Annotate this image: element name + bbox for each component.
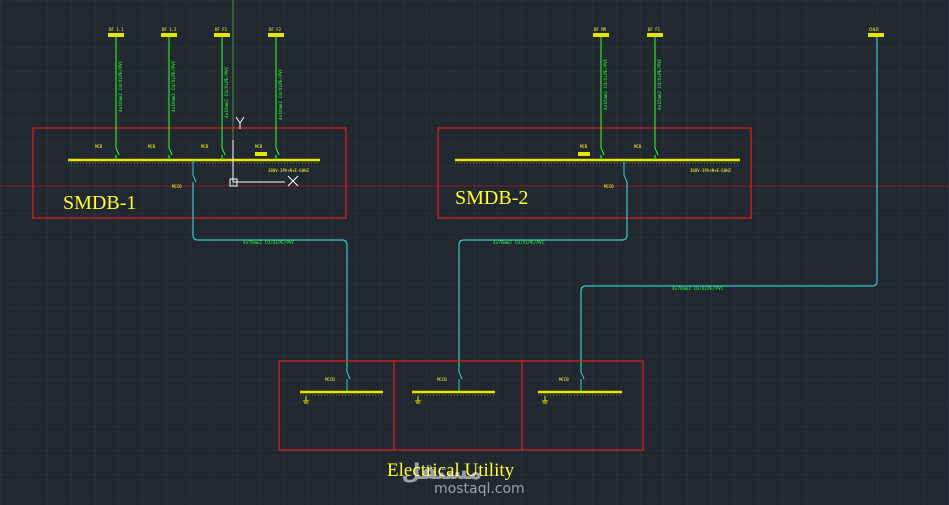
feeder-cable-label: 4x16mm2 CU/XLPE/PVC [171, 60, 177, 112]
smdb1-feeder-3[interactable]: DF F1 4x16mm2 CU/XLPE/PVC MCB [201, 27, 230, 160]
smdb2-incomer-cable-label: 4x70mm2 CU/XLPE/PVC [493, 240, 545, 246]
breaker-contact [580, 371, 585, 380]
feeder-tag-box [647, 33, 663, 37]
feeder-tag-box [593, 33, 609, 37]
utility-section-3[interactable]: MCCB [538, 371, 622, 404]
ucs-y-letter-icon [235, 116, 245, 129]
breaker-label: MCB [95, 144, 103, 149]
ucs-crosshair-cursor [229, 116, 299, 187]
earth-icon [303, 396, 309, 404]
right-source-feeder[interactable]: CHLR [868, 27, 884, 37]
smdb2-panel[interactable]: 380V-3Ph+N+E-60HZ SMDB-2 DF MR 4x16mm2 C… [437, 27, 752, 219]
smdb1-incomer-cable [192, 182, 348, 372]
breaker-contact [458, 371, 463, 380]
feeder-tag: DF F2 [269, 27, 282, 32]
mostaql-watermark: مستقل mostaql.com [402, 460, 525, 497]
smdb2-feeder-1[interactable]: DF MR 4x16mm2 CU/XLPE/PVC MCB [578, 27, 609, 160]
breaker-contact [346, 371, 351, 380]
feeder-cable-label: 4x16mm2 CU/XLPE/PVC [603, 58, 609, 110]
right-incomer-cable [580, 37, 878, 372]
feeder-tag-box [108, 33, 124, 37]
smdb2-frame [437, 127, 752, 219]
breaker-label: MCCB [559, 377, 569, 382]
breaker-label: MCB [634, 144, 642, 149]
smdb1-feeder-4[interactable]: DF F2 4x16mm2 CU/XLPE/PVC MCB [255, 27, 284, 160]
smdb2-label: SMDB-2 [455, 187, 528, 209]
source-tag-box [868, 33, 884, 37]
smdb1-incomer-breaker[interactable]: MCCB [172, 160, 197, 189]
utility-section-2[interactable]: MCCB [412, 371, 495, 404]
feeder-tag-box [268, 33, 284, 37]
utility-section-1[interactable]: MCCB [300, 371, 383, 404]
feeder-tag-box [161, 33, 177, 37]
breaker-contact [654, 147, 659, 156]
spare-breaker-box [578, 152, 590, 156]
breaker-label: MCB [148, 144, 156, 149]
incomer-cables: 4x70mm2 CU/XLPE/PVC 4x70mm2 CU/XLPE/PVC … [192, 37, 878, 372]
smdb2-feeder-2[interactable]: DF F1 4x16mm2 CU/XLPE/PVC MCB [634, 27, 663, 160]
breaker-label: MCCB [604, 184, 614, 189]
smdb1-incomer-cable-label: 4x70mm2 CU/XLPE/PVC [243, 240, 295, 246]
spare-breaker-box [255, 152, 267, 156]
smdb2-bus-rating: 380V-3Ph+N+E-60HZ [690, 168, 732, 173]
feeder-tag: DF 1.2 [162, 27, 177, 32]
smdb2-incomer-cable [458, 182, 628, 372]
feeder-tag: DF F1 [648, 27, 661, 32]
feeder-tag: DF MR [594, 27, 607, 32]
breaker-label: MCCB [325, 377, 335, 382]
source-tag: CHLR [869, 27, 879, 32]
breaker-label: MCCB [437, 377, 447, 382]
smdb1-feeder-1[interactable]: DF 1.1 4x16mm2 CU/XLPE/PVC MCB [95, 27, 124, 160]
utility-frame [278, 360, 644, 451]
smdb1-frame [32, 127, 347, 219]
breaker-contact [600, 147, 605, 156]
feeder-tag: DF F1 [215, 27, 228, 32]
breaker-label: MCB [580, 144, 588, 149]
breaker-label: MCB [201, 144, 209, 149]
earth-icon [542, 396, 548, 404]
breaker-contact [623, 174, 628, 183]
smdb2-incomer-breaker[interactable]: MCCB [604, 160, 628, 189]
utility-panel[interactable]: MCCB MCCB MCCB Electrical Utility [278, 360, 644, 481]
breaker-contact [168, 147, 173, 156]
feeder-tag: DF 1.1 [109, 27, 124, 32]
feeder-tag-box [214, 33, 230, 37]
ucs-x-letter-icon [287, 175, 299, 187]
smdb1-bus-rating: 380V-3Ph+N+E-60HZ [268, 168, 310, 173]
ucs-origin-box [229, 178, 238, 187]
smdb1-panel[interactable]: 380V-3Ph+N+E-60HZ SMDB-1 DF 1.1 4x16mm2 … [32, 27, 347, 219]
breaker-contact [221, 147, 226, 156]
feeder-cable-label: 4x16mm2 CU/XLPE/PVC [118, 60, 124, 112]
breaker-contact [115, 147, 120, 156]
breaker-label: MCCB [172, 184, 182, 189]
watermark-latin: mostaql.com [434, 481, 525, 497]
feeder-cable-label: 4x16mm2 CU/XLPE/PVC [657, 58, 663, 110]
feeder-cable-label: 4x16mm2 CU/XLPE/PVC [278, 68, 284, 120]
smdb1-label: SMDB-1 [63, 192, 136, 214]
feeder-cable-label: 4x16mm2 CU/XLPE/PVC [224, 66, 230, 118]
earth-icon [415, 396, 421, 404]
smdb1-feeder-2[interactable]: DF 1.2 4x16mm2 CU/XLPE/PVC MCB [148, 27, 177, 160]
right-incomer-cable-label: 4x70mm2 CU/XLPE/PVC [672, 286, 724, 292]
watermark-arabic: مستقل [402, 460, 482, 485]
utility-label: Electrical Utility [387, 460, 515, 481]
breaker-contact [192, 174, 197, 183]
breaker-contact [275, 147, 280, 156]
breaker-label: MCB [255, 144, 263, 149]
